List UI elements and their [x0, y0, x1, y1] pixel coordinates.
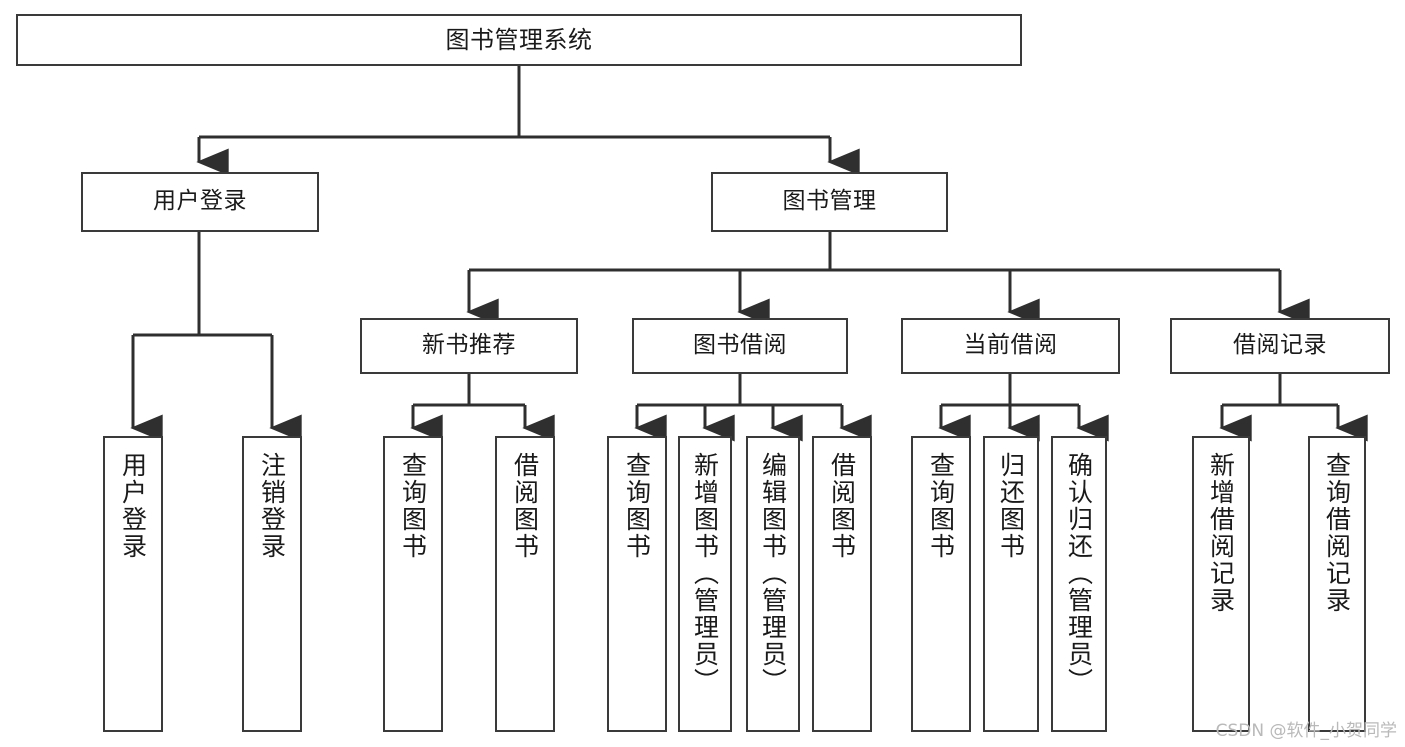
- node-label: 新增图书（管理员）: [690, 452, 720, 695]
- node-new-book-recommend[interactable]: 新书推荐: [360, 318, 578, 374]
- node-label: 当前借阅: [963, 332, 1058, 359]
- node-label: 确认归还（管理员）: [1064, 452, 1094, 695]
- leaf-return-book[interactable]: 归还图书: [983, 436, 1039, 732]
- leaf-borrow-book-recommend[interactable]: 借阅图书: [495, 436, 555, 732]
- node-label: 图书管理系统: [445, 25, 593, 54]
- csdn-watermark: CSDN @软件_小贺同学: [1215, 721, 1397, 741]
- leaf-add-book-admin[interactable]: 新增图书（管理员）: [678, 436, 732, 732]
- node-label: 借阅图书: [827, 452, 857, 560]
- node-label: 查询图书: [926, 452, 956, 560]
- node-current-borrow[interactable]: 当前借阅: [901, 318, 1120, 374]
- node-label: 新书推荐: [422, 332, 516, 359]
- node-label: 归还图书: [996, 452, 1026, 560]
- node-label: 查询借阅记录: [1322, 452, 1352, 614]
- node-label: 图书管理: [782, 188, 877, 215]
- leaf-user-login[interactable]: 用户登录: [103, 436, 163, 732]
- leaf-query-borrow-record[interactable]: 查询借阅记录: [1308, 436, 1366, 732]
- node-label: 注销登录: [257, 452, 287, 560]
- leaf-add-borrow-record[interactable]: 新增借阅记录: [1192, 436, 1250, 732]
- leaf-borrow-book[interactable]: 借阅图书: [812, 436, 872, 732]
- leaf-query-book-recommend[interactable]: 查询图书: [383, 436, 443, 732]
- leaf-query-book-borrow[interactable]: 查询图书: [607, 436, 667, 732]
- node-label: 借阅记录: [1233, 332, 1327, 359]
- node-label: 用户登录: [118, 452, 148, 560]
- node-root-book-management-system[interactable]: 图书管理系统: [16, 14, 1022, 66]
- node-book-borrow[interactable]: 图书借阅: [632, 318, 848, 374]
- leaf-edit-book-admin[interactable]: 编辑图书（管理员）: [746, 436, 800, 732]
- node-label: 用户登录: [153, 188, 247, 215]
- node-label: 图书借阅: [693, 332, 787, 359]
- node-user-login[interactable]: 用户登录: [81, 172, 319, 232]
- node-book-management[interactable]: 图书管理: [711, 172, 948, 232]
- node-label: 新增借阅记录: [1206, 452, 1236, 614]
- node-label: 查询图书: [622, 452, 652, 560]
- leaf-query-book-current[interactable]: 查询图书: [911, 436, 971, 732]
- node-label: 借阅图书: [510, 452, 540, 560]
- node-label: 查询图书: [398, 452, 428, 560]
- leaf-confirm-return-admin[interactable]: 确认归还（管理员）: [1051, 436, 1107, 732]
- node-label: 编辑图书（管理员）: [758, 452, 788, 695]
- node-borrow-record[interactable]: 借阅记录: [1170, 318, 1390, 374]
- leaf-logout[interactable]: 注销登录: [242, 436, 302, 732]
